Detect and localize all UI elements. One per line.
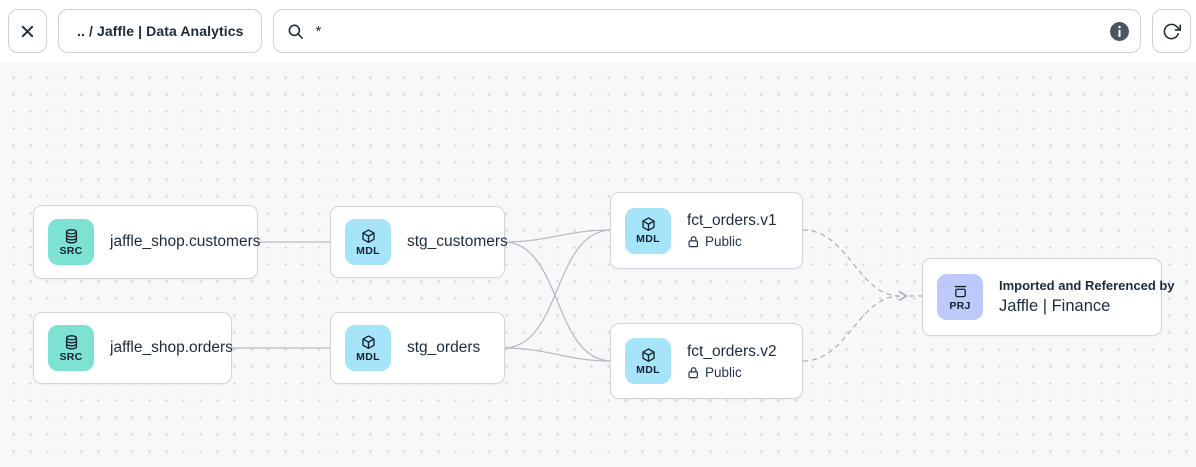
node-stg-orders[interactable]: MDL stg_orders [330, 312, 505, 384]
database-icon [65, 334, 77, 350]
access-row: Public [687, 234, 777, 249]
model-icon [361, 335, 375, 349]
badge-label: MDL [636, 233, 660, 246]
public-lock-icon [688, 236, 699, 248]
node-jaffle-shop-customers[interactable]: SRC jaffle_shop.customers [33, 205, 261, 279]
search-input[interactable] [313, 21, 1100, 41]
database-icon [65, 228, 77, 244]
refresh-button[interactable] [1152, 9, 1191, 53]
model-icon [641, 217, 655, 232]
node-title: fct_orders.v2 [687, 342, 777, 360]
access-label: Public [705, 364, 742, 380]
node-fct-orders-v2[interactable]: MDL fct_orders.v2 Public [610, 323, 803, 399]
node-title: jaffle_shop.orders [110, 339, 233, 356]
node-subtitle: Imported and Referenced by [999, 278, 1175, 293]
badge-label: SRC [59, 350, 83, 363]
node-project-jaffle-finance[interactable]: PRJ Imported and Referenced by Jaffle | … [922, 258, 1175, 336]
breadcrumb-button[interactable]: .. / Jaffle | Data Analytics [58, 9, 263, 53]
badge-label: MDL [356, 350, 380, 363]
source-badge: SRC [48, 219, 94, 265]
model-badge: MDL [345, 325, 391, 371]
node-title: fct_orders.v1 [687, 212, 777, 229]
close-button[interactable] [8, 9, 47, 53]
node-title: stg_customers [407, 233, 508, 250]
search-icon [289, 24, 304, 39]
node-title: Jaffle | Finance [999, 297, 1111, 315]
breadcrumb: .. / Jaffle | Data Analytics [77, 23, 244, 39]
node-title: jaffle_shop.customers [110, 233, 261, 250]
node-fct-orders-v1[interactable]: MDL fct_orders.v1 Public [610, 192, 803, 269]
badge-label: MDL [636, 363, 660, 376]
info-glyph [1110, 21, 1129, 41]
model-icon [641, 348, 655, 362]
source-badge: SRC [48, 325, 94, 371]
node-jaffle-shop-orders[interactable]: SRC jaffle_shop.orders [33, 312, 233, 384]
model-badge: MDL [345, 219, 391, 265]
project-badge: PRJ [937, 274, 983, 320]
refresh-icon [1163, 23, 1181, 39]
access-label: Public [705, 234, 742, 249]
public-lock-icon [688, 366, 699, 378]
model-badge: MDL [625, 338, 671, 384]
model-icon [361, 229, 375, 243]
node-stg-customers[interactable]: MDL stg_customers [330, 206, 508, 278]
badge-label: SRC [59, 244, 83, 257]
node-title: stg_orders [407, 339, 481, 356]
badge-label: MDL [356, 244, 380, 257]
project-icon [954, 285, 966, 298]
info-icon[interactable] [1109, 21, 1130, 42]
toolbar: .. / Jaffle | Data Analytics [0, 0, 1196, 62]
model-badge: MDL [625, 207, 671, 254]
access-row: Public [687, 365, 777, 380]
badge-label: PRJ [949, 299, 971, 312]
search-bar[interactable] [273, 9, 1141, 53]
close-icon [21, 25, 34, 37]
